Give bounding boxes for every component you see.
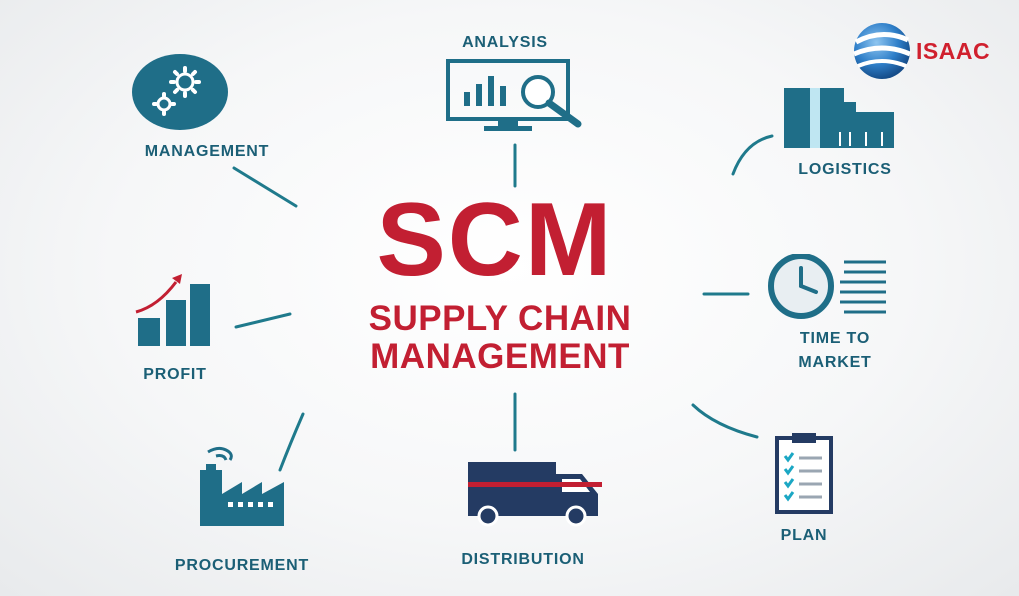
subtitle-line-2: MANAGEMENT: [370, 337, 630, 376]
connector-logistics: [731, 134, 774, 176]
time-to-market-line-1: TIME TO: [799, 330, 871, 347]
analysis-label: ANALYSIS: [462, 34, 548, 51]
logistics-icon: [784, 88, 894, 148]
profit-label: PROFIT: [143, 366, 207, 383]
globe-icon: [853, 23, 911, 79]
connector-plan: [691, 403, 759, 439]
time-to-market-line-2: MARKET: [798, 354, 872, 371]
gears-icon: [132, 54, 228, 130]
factory-icon: [200, 446, 284, 526]
logistics-label: LOGISTICS: [798, 161, 892, 178]
truck-icon: [468, 462, 602, 527]
analysis-icon: [446, 59, 582, 131]
connector-procurement: [278, 412, 305, 472]
logo-text: ISAAC: [916, 38, 991, 64]
plan-label: PLAN: [780, 527, 828, 544]
connector-management: [232, 166, 298, 208]
clipboard-icon: [775, 433, 833, 514]
management-label: MANAGEMENT: [144, 143, 270, 160]
time-to-market-label: TIME TO MARKET: [785, 327, 885, 375]
profit-icon: [135, 274, 210, 346]
subtitle-line-1: SUPPLY CHAIN: [368, 299, 632, 338]
procurement-label: PROCUREMENT: [174, 557, 310, 574]
connector-profit: [234, 312, 292, 329]
scm-subtitle: SUPPLY CHAIN MANAGEMENT: [300, 300, 700, 376]
distribution-label: DISTRIBUTION: [461, 551, 585, 568]
isaac-logo: [850, 20, 1010, 82]
scm-title: SCM: [376, 182, 614, 298]
clock-icon: [768, 254, 886, 319]
